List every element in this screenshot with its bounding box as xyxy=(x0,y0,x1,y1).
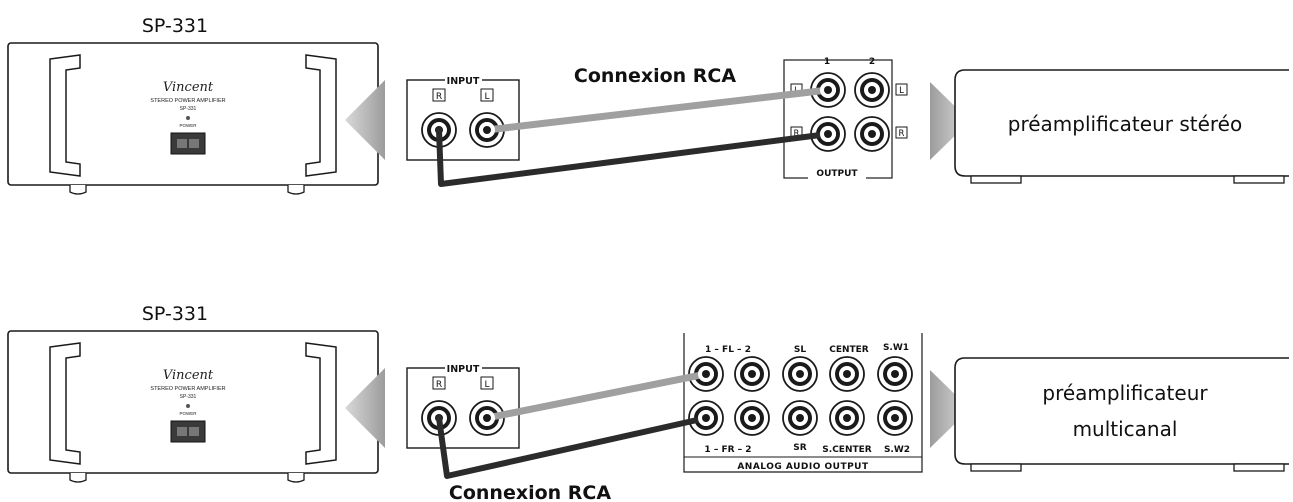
sr-label: SR xyxy=(793,443,806,453)
arrow-right-icon xyxy=(930,82,970,160)
power-button-grip-icon xyxy=(177,139,187,148)
scenter-label: S.CENTER xyxy=(822,445,871,455)
input-right-label: R xyxy=(436,380,442,390)
power-button[interactable] xyxy=(170,132,206,155)
output-right-label-a: R xyxy=(794,129,800,139)
cable-left-channel xyxy=(483,370,710,422)
rca-sl-jack[interactable] xyxy=(782,356,818,392)
amplifier-model-label: SP-331 xyxy=(142,303,208,325)
power-button-grip-icon xyxy=(177,427,187,436)
power-label: POWER xyxy=(179,411,197,416)
input-title: INPUT xyxy=(447,364,480,375)
amplifier-left-handle xyxy=(49,342,81,465)
connection-label-top: Connexion RCA xyxy=(574,65,736,87)
rca-fl2-jack[interactable] xyxy=(734,356,770,392)
amplifier-foot-right xyxy=(287,473,305,483)
channel-1-label: 1 xyxy=(824,57,830,67)
power-led-icon xyxy=(186,116,190,120)
arrow-left-icon-lower xyxy=(345,120,385,160)
amplifier-model-label: SP-331 xyxy=(142,15,208,37)
amplifier-panel-text: STEREO POWER AMPLIFIER xyxy=(150,98,225,104)
fr-label: 1 – FR – 2 xyxy=(704,445,751,455)
preamp-stereo-label: préamplificateur stéréo xyxy=(1008,112,1242,136)
amplifier-brand: Vincent xyxy=(163,368,214,383)
sl-label: SL xyxy=(794,345,806,355)
cable-right-channel xyxy=(436,127,831,187)
stereo-output-panel: 1 2 L L R R xyxy=(783,56,908,180)
preamp-stereo-unit: préamplificateur stéréo xyxy=(954,69,1289,184)
power-button[interactable] xyxy=(170,420,206,443)
arrow-left-icon xyxy=(345,368,385,408)
preamp-multi-label-line1: préamplificateur xyxy=(1042,381,1208,405)
output-left-label-b: L xyxy=(899,86,904,96)
sw2-label: S.W2 xyxy=(884,445,910,455)
amplifier-panel-text: STEREO POWER AMPLIFIER xyxy=(150,386,225,392)
analog-output-title: ANALOG AUDIO OUTPUT xyxy=(737,462,869,472)
amp-input-panel: INPUT R L xyxy=(406,362,520,449)
amp-input-panel: INPUT R L xyxy=(406,74,520,161)
rca-center-jack[interactable] xyxy=(829,356,865,392)
preamp-multi-label-line2: multicanal xyxy=(1073,417,1178,441)
power-led-icon xyxy=(186,404,190,408)
amplifier-panel-model: SP-331 xyxy=(180,394,197,400)
channel-2-label: 2 xyxy=(869,57,875,67)
amplifier-foot-left xyxy=(69,473,87,483)
arrow-left-icon xyxy=(345,80,385,120)
amplifier-foot-right xyxy=(287,185,305,195)
rca-scenter-jack[interactable] xyxy=(829,400,865,436)
multichannel-connection-row: SP-331 Vincent STEREO POWER AMPLIFIER SP… xyxy=(7,303,1289,502)
output-title: OUTPUT xyxy=(816,169,858,179)
amplifier-foot-left xyxy=(69,185,87,195)
amplifier-right-handle xyxy=(305,342,337,465)
sw1-label: S.W1 xyxy=(883,343,909,353)
rca-sw2-jack[interactable] xyxy=(877,400,913,436)
arrow-left-icon-lower xyxy=(345,408,385,448)
multichannel-output-panel: 1 – FL – 2 SL CENTER S.W1 xyxy=(683,333,923,473)
rca-sw1-jack[interactable] xyxy=(877,356,913,392)
rca-sr-jack[interactable] xyxy=(782,400,818,436)
arrow-right-icon xyxy=(930,370,970,448)
output-right-label-b: R xyxy=(899,129,905,139)
fl-label: 1 – FL – 2 xyxy=(705,345,751,355)
cable-left-channel xyxy=(483,86,832,134)
amplifier-brand: Vincent xyxy=(163,80,214,95)
stereo-connection-row: SP-331 Vincent STEREO POWER AMPLIFIER SP… xyxy=(7,15,1289,195)
amplifier-right-handle xyxy=(305,54,337,177)
power-button-grip-icon xyxy=(189,139,199,148)
amplifier-unit: SP-331 Vincent STEREO POWER AMPLIFIER SP… xyxy=(7,303,379,483)
input-title: INPUT xyxy=(447,76,480,87)
power-label: POWER xyxy=(179,123,197,128)
rca-output-2-left-jack[interactable] xyxy=(854,72,890,108)
preamp-multichannel-unit: préamplificateur multicanal xyxy=(954,357,1289,472)
input-right-label: R xyxy=(436,92,442,102)
input-left-label: L xyxy=(484,380,489,390)
cable-right-channel xyxy=(436,415,709,479)
rca-output-2-right-jack[interactable] xyxy=(854,116,890,152)
amplifier-unit: SP-331 Vincent STEREO POWER AMPLIFIER SP… xyxy=(7,15,379,195)
amplifier-left-handle xyxy=(49,54,81,177)
power-button-grip-icon xyxy=(189,427,199,436)
amplifier-panel-model: SP-331 xyxy=(180,106,197,112)
connection-label-bottom: Connexion RCA xyxy=(449,482,611,502)
input-left-label: L xyxy=(484,92,489,102)
center-label: CENTER xyxy=(829,345,869,355)
rca-fr2-jack[interactable] xyxy=(734,400,770,436)
